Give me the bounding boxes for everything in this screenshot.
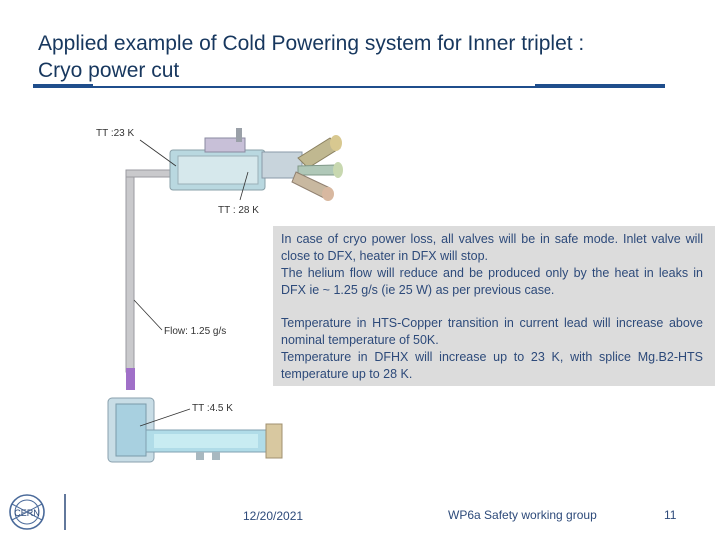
cern-logo-text: CERN: [14, 508, 40, 518]
label-tt-4-5k: TT :4.5 K: [192, 403, 233, 414]
info-box: [273, 226, 715, 386]
link-connector-purple: [126, 368, 135, 390]
title-line-2: Cryo power cut: [38, 59, 180, 82]
leader-line-23k: [139, 139, 177, 167]
footer-date: 12/20/2021: [243, 509, 304, 523]
title-underline-accent-left: [33, 84, 93, 87]
footer-group: WP6a Safety working group: [448, 508, 597, 522]
title-underline-accent-right: [535, 84, 665, 87]
upper-current-lead-assembly: [169, 128, 343, 201]
dfx-cryostat-assembly: [107, 397, 283, 463]
label-tt-28k: TT : 28 K: [218, 205, 259, 216]
leader-line-4-5k: [139, 408, 191, 427]
slide-title: Applied example of Cold Powering system …: [38, 30, 698, 84]
info-paragraph-4: Temperature in DFHX will increase up to …: [281, 350, 703, 381]
label-tt-23k: TT :23 K: [96, 128, 135, 139]
cern-logo: CERN: [9, 494, 45, 530]
title-line-1: Applied example of Cold Powering system …: [38, 32, 585, 55]
leader-line-28k: [239, 171, 249, 201]
page-number: 11: [664, 508, 677, 522]
label-flow: Flow: 1.25 g/s: [164, 326, 227, 337]
info-paragraph-2: The helium flow will reduce and be produ…: [281, 266, 703, 297]
info-paragraph-3: Temperature in HTS-Copper transition in …: [281, 316, 703, 347]
title-underline: [33, 86, 665, 88]
info-paragraph-1: In case of cryo power loss, all valves w…: [281, 232, 703, 263]
leader-line-flow: [133, 299, 163, 331]
